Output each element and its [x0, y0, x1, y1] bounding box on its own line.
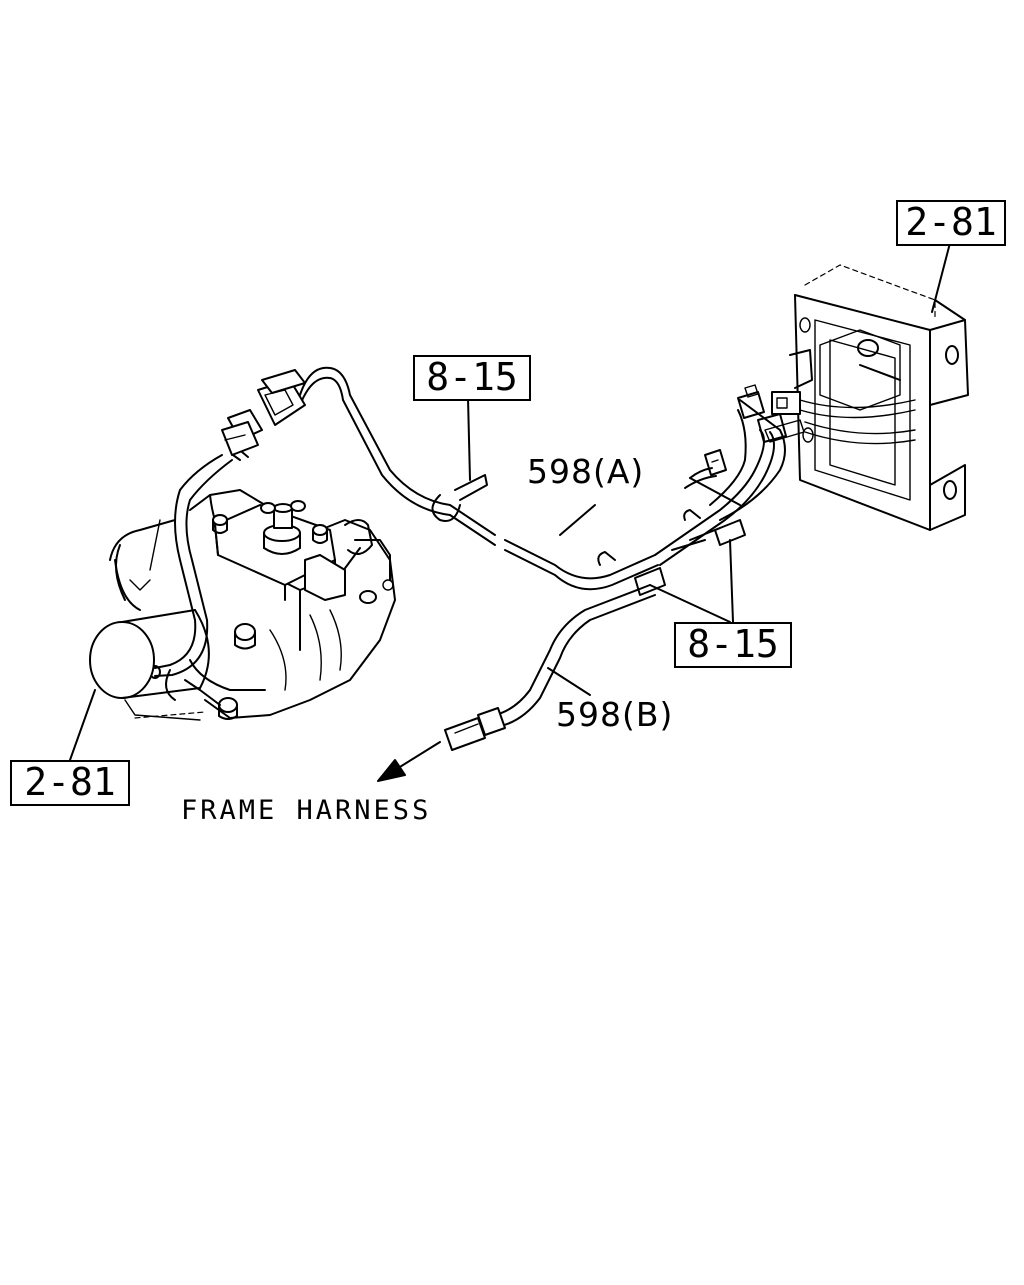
callout-598a: 598(A) [527, 452, 645, 491]
frame-harness-arrow [377, 741, 441, 782]
ref-box-clips-bottom: 8-15 [674, 622, 792, 668]
ref-box-clip-top: 8-15 [413, 355, 531, 401]
pump-connectors [149, 369, 306, 679]
frame-harness-label: FRAME HARNESS [181, 795, 432, 826]
harness-clips [431, 397, 746, 596]
clip-leaders [559, 504, 734, 623]
harness-598b [444, 584, 656, 751]
mounting-bracket [771, 242, 969, 531]
callout-598b: 598(B) [556, 695, 674, 734]
ref-box-bracket: 2-81 [896, 200, 1006, 246]
ref-box-pump: 2-81 [10, 760, 130, 806]
injection-pump [69, 489, 396, 761]
harness-598a [299, 366, 786, 591]
